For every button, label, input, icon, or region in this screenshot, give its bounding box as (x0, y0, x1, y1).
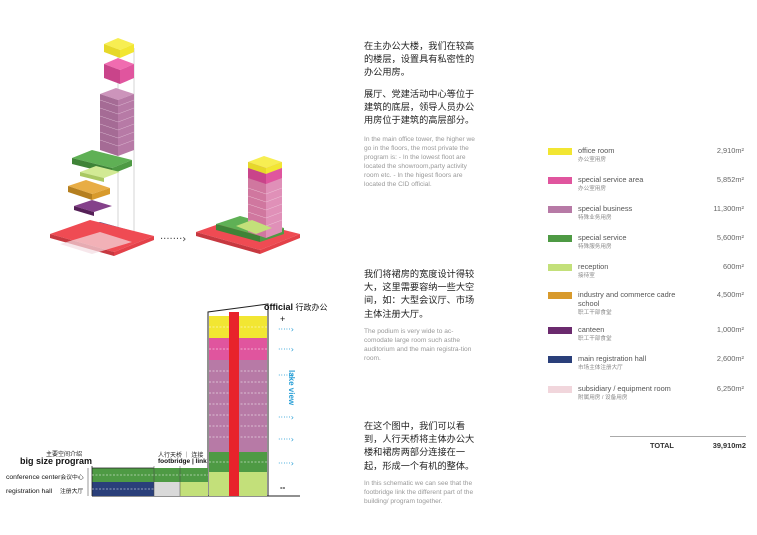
big-size-zh: 主要空间介绍 (46, 452, 83, 458)
exploded-block-office (104, 38, 134, 50)
legend-swatch (548, 292, 572, 299)
legend-label-zh: 职工干部食堂 (578, 336, 612, 342)
legend-swatch (548, 264, 572, 271)
legend-area: 11,300m² (713, 204, 744, 213)
official-label: official 行政办公 (264, 302, 328, 312)
legend-swatch (548, 148, 572, 155)
text-block-3-zh: 在这个图中，我们可以看到，人行天桥将主体办公大楼和裙房两部分连接在一起，形成一个… (364, 421, 475, 472)
svg-text:·····›: ·····› (278, 325, 294, 334)
exploded-block-special-service-area (104, 58, 134, 70)
text-block-1-zh2: 展厅、党建活动中心等位于建筑的底层，领导人员办公用房位于建筑的高层部分。 (364, 88, 475, 127)
legend-area: 5,600m² (716, 233, 744, 242)
legend-label-zh: 附属用房 / 设备用房 (578, 395, 628, 401)
text-block-3-en: In this schematic we can see that the fo… (364, 479, 474, 505)
svg-text:·····›: ·····› (278, 435, 294, 444)
legend-label-zh: 市场主体注册大厅 (578, 365, 623, 371)
section-podium-registration (92, 482, 154, 496)
footbridge-zh: 人行天桥 ｜ 连接 (158, 453, 204, 459)
text-block-1: 在主办公大楼，我们在较高的楼层，设置具有私密性的办公用房。 展厅、党建活动中心等… (364, 40, 476, 189)
legend-swatch (548, 386, 572, 393)
legend-total-label: TOTAL (650, 441, 674, 450)
legend-total-value: 39,910m2 (712, 441, 746, 450)
legend-label-zh: 特殊业务用房 (578, 215, 612, 221)
plus-sign: + (280, 314, 286, 324)
exploded-block-reception (80, 166, 120, 178)
assembled-axonometric (196, 156, 300, 254)
text-block-1-zh: 在主办公大楼，我们在较高的楼层，设置具有私密性的办公用房。 (364, 41, 475, 79)
legend-area: 1,000m² (716, 325, 744, 334)
legend-label-zh: 接待室 (578, 273, 595, 279)
big-size-en: big size program (20, 456, 93, 466)
legend-area: 2,910m² (716, 146, 744, 155)
text-block-1-en: In the main office tower, the higher we … (364, 136, 475, 189)
legend-swatch (548, 327, 572, 334)
svg-text:·····›: ·····› (278, 345, 294, 354)
text-block-2: 我们将裙房的宽度设计得较大，这里需要容纳一些大空间，如：大型会议厅、市场主体注册… (364, 268, 476, 363)
exploded-block-special-business (100, 88, 134, 100)
legend-swatch (548, 356, 572, 363)
legend-label-zh: 办公室用房 (578, 157, 606, 163)
text-block-2-en: The podium is very wide to ac-comodate l… (364, 327, 472, 362)
legend-label-zh: 办公室用房 (578, 186, 606, 192)
footbridge-en: footbridge | link (158, 458, 207, 465)
registration-label: registration hall 注册大厅 (6, 488, 84, 495)
svg-text:·····›: ·····› (278, 413, 294, 422)
legend-area: 5,852m² (716, 175, 744, 184)
legend-area: 6,250m² (716, 384, 744, 393)
exploded-block-cadre-school (68, 180, 110, 194)
legend-area: 600m² (723, 262, 744, 271)
conference-label: conference center会议中心 (6, 474, 84, 481)
svg-text:·····›: ·····› (278, 459, 294, 468)
legend-swatch (548, 206, 572, 213)
legend-area: 2,600m² (716, 354, 744, 363)
legend-label-zh: 特殊服务用房 (578, 244, 612, 250)
legend-area: 4,500m² (716, 290, 744, 299)
exploded-block-special-service (72, 150, 132, 168)
text-block-3: 在这个图中，我们可以看到，人行天桥将主体办公大楼和裙房两部分连接在一起，形成一个… (364, 420, 476, 506)
legend-total: TOTAL 39,910m2 (610, 436, 746, 450)
svg-text:·····›: ·····› (278, 371, 294, 380)
legend-swatch (548, 177, 572, 184)
legend-swatch (548, 235, 572, 242)
transform-arrow: ·······› (160, 234, 186, 245)
section-core (229, 312, 239, 496)
exploded-block-canteen (74, 200, 112, 212)
text-block-2-zh: 我们将裙房的宽度设计得较大，这里需要容纳一些大空间，如：大型会议厅、市场主体注册… (364, 269, 475, 320)
lake-view-label: lake view (287, 370, 296, 406)
minus-sign: -- (280, 483, 286, 492)
section-podium-conference (92, 468, 154, 482)
lake-view-arrows: ·····› ·····› ·····› ·····› ·····› ·····… (278, 325, 294, 468)
legend-label-zh: 职工干部食堂 (578, 310, 612, 316)
section-diagram: ·····› ·····› ·····› ·····› ·····› ·····… (87, 303, 300, 497)
exploded-axonometric (50, 38, 154, 256)
